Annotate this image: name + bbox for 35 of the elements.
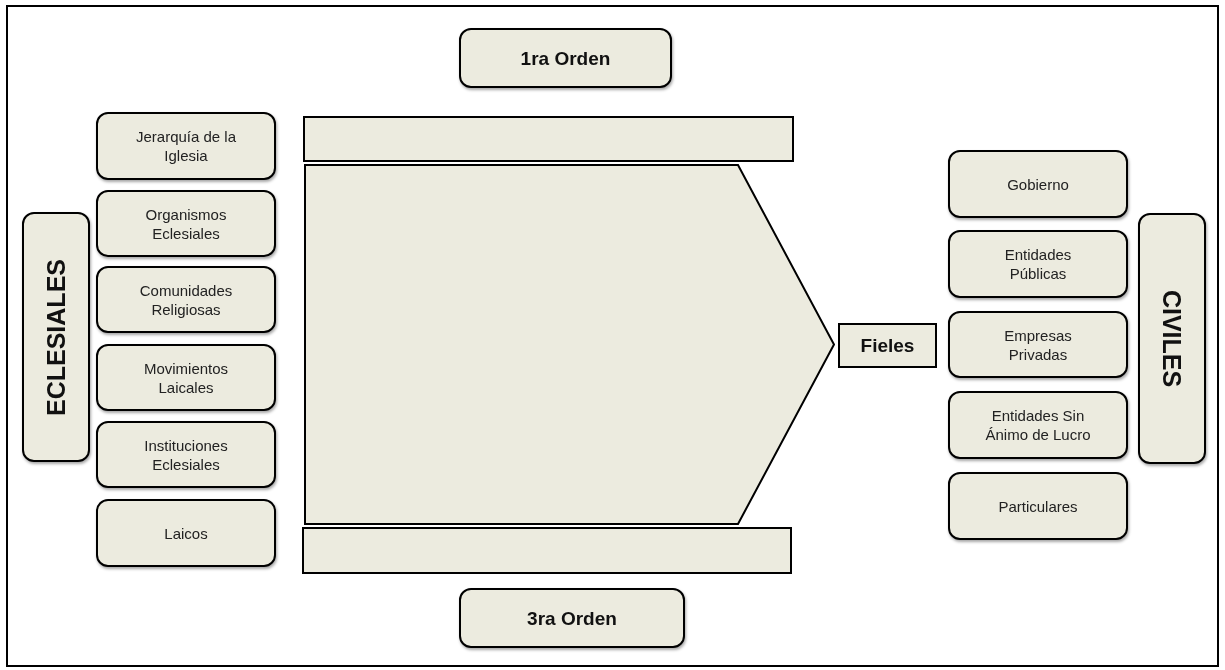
node-label: Entidades Sin Ánimo de Lucro xyxy=(984,406,1092,444)
node-label: Organismos Eclesiales xyxy=(144,204,228,243)
center-box xyxy=(838,323,937,368)
node-label: Empresas Privadas xyxy=(1003,325,1073,364)
bar-shape xyxy=(302,527,792,574)
node-label: Movimientos Laicales xyxy=(142,358,230,397)
node-label: 1ra Orden xyxy=(520,48,611,68)
node-label: Comunidades Religiosas xyxy=(138,280,234,319)
category-box xyxy=(96,266,276,333)
group-box xyxy=(1138,213,1206,464)
node-label: Fieles xyxy=(860,334,915,357)
node-label: Instituciones Eclesiales xyxy=(143,435,229,474)
category-box xyxy=(96,499,276,567)
node-label: Laicos xyxy=(164,523,208,543)
category-box xyxy=(948,391,1128,459)
group-label: CIVILES xyxy=(1162,289,1182,388)
group-box xyxy=(22,212,90,462)
bar-shape xyxy=(303,116,794,162)
node-label: Particulares xyxy=(998,496,1078,516)
pentagon-shape xyxy=(304,163,836,526)
node-label: Jerarquía de la Iglesia xyxy=(134,127,238,165)
node-label: Entidades Públicas xyxy=(1003,245,1073,283)
node-label: Gobierno xyxy=(1007,174,1069,194)
category-box xyxy=(948,311,1128,378)
order-box xyxy=(459,28,672,88)
category-box xyxy=(96,112,276,180)
category-box xyxy=(948,150,1128,218)
category-box xyxy=(948,230,1128,298)
category-box xyxy=(96,190,276,257)
group-label: ECLESIALES xyxy=(46,258,66,416)
order-box xyxy=(459,588,685,648)
category-box xyxy=(96,344,276,411)
node-label: 3ra Orden xyxy=(527,608,617,628)
category-box xyxy=(96,421,276,488)
category-box xyxy=(948,472,1128,540)
